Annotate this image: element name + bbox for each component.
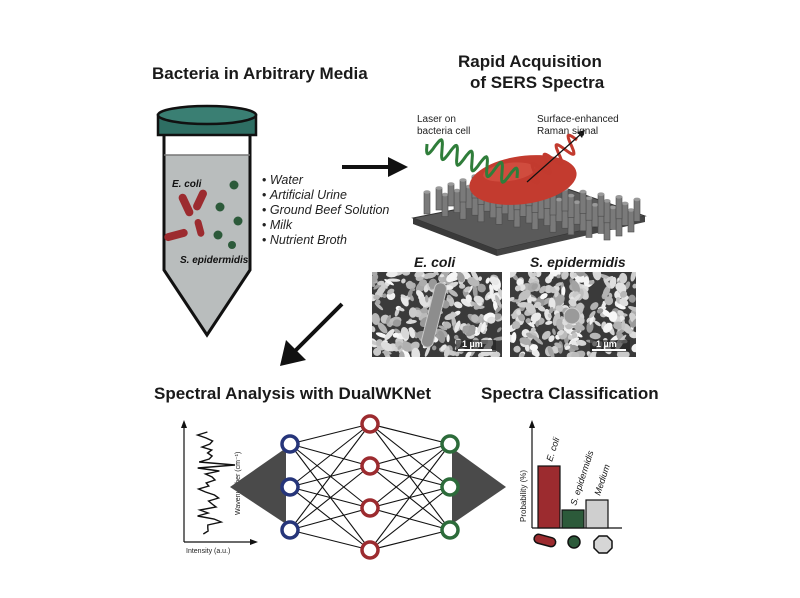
coccus-bacteria bbox=[213, 180, 243, 249]
media-list: Water Artificial Urine Ground Beef Solut… bbox=[262, 173, 390, 248]
micrograph-sepi-title: S. epidermidis bbox=[530, 254, 626, 270]
sers-substrate-illustration: Laser on bacteria cell Surface-enhanced … bbox=[411, 114, 647, 256]
test-tube-illustration: E. coli S. epidermidis bbox=[156, 104, 258, 338]
chart-ylabel: Probability (%) bbox=[519, 470, 528, 522]
arrow-down-left-icon bbox=[280, 302, 344, 366]
laser-label-line2: bacteria cell bbox=[417, 126, 470, 137]
signal-label-line2: Raman signal bbox=[537, 126, 598, 137]
classification-section-title: Spectra Classification bbox=[481, 384, 659, 403]
bar-1 bbox=[561, 509, 585, 529]
tube-cap bbox=[156, 104, 258, 137]
bar-label-0: E. coli bbox=[544, 435, 561, 462]
media-item-water: Water bbox=[262, 173, 389, 188]
media-item-milk: Milk bbox=[262, 218, 389, 233]
media-item-broth: Nutrient Broth bbox=[262, 233, 389, 248]
micrograph-ecoli-title: E. coli bbox=[414, 254, 456, 270]
spectrum-xlabel: Intensity (a.u.) bbox=[186, 548, 230, 555]
signal-label-line1: Surface-enhanced bbox=[537, 114, 619, 125]
tube-sepi-label: S. epidermidis bbox=[180, 255, 249, 266]
bar-label-2: Medium bbox=[592, 463, 612, 497]
network-nodes bbox=[280, 414, 460, 560]
micrograph-ecoli: 1 µm bbox=[372, 272, 502, 357]
spectrum-trace bbox=[195, 431, 236, 535]
arrow-right-icon bbox=[342, 157, 408, 177]
analysis-section-title: Spectral Analysis with DualWKNet bbox=[154, 384, 432, 403]
class-icons bbox=[533, 533, 613, 554]
media-item-urine: Artificial Urine bbox=[262, 188, 389, 203]
micrograph-sepi: 1 µm bbox=[510, 272, 636, 357]
scale-bar-ecoli: 1 µm bbox=[462, 339, 483, 349]
rod-bacteria bbox=[164, 189, 207, 242]
tube-ecoli-label: E. coli bbox=[172, 179, 202, 190]
rod-class-icon bbox=[533, 533, 557, 548]
laser-wave bbox=[425, 138, 519, 184]
bar-0 bbox=[537, 465, 561, 529]
coccus-class-icon bbox=[567, 535, 581, 549]
acquisition-section-title-line1: Rapid Acquisition bbox=[458, 52, 602, 71]
bar-2 bbox=[585, 499, 609, 529]
scale-bar-sepi: 1 µm bbox=[596, 339, 617, 349]
probability-bar-chart: Probability (%) E. coli S. epidermidisMed… bbox=[519, 420, 622, 554]
acquisition-section-title-line2: of SERS Spectra bbox=[470, 73, 605, 92]
medium-class-icon bbox=[593, 535, 613, 554]
laser-label-line1: Laser on bbox=[417, 114, 456, 125]
neural-network-diagram bbox=[230, 414, 506, 560]
network-connections bbox=[289, 423, 451, 551]
bar-label-1: S. epidermidis bbox=[568, 449, 595, 507]
media-section-title: Bacteria in Arbitrary Media bbox=[152, 64, 368, 83]
media-item-beef: Ground Beef Solution bbox=[262, 203, 390, 218]
